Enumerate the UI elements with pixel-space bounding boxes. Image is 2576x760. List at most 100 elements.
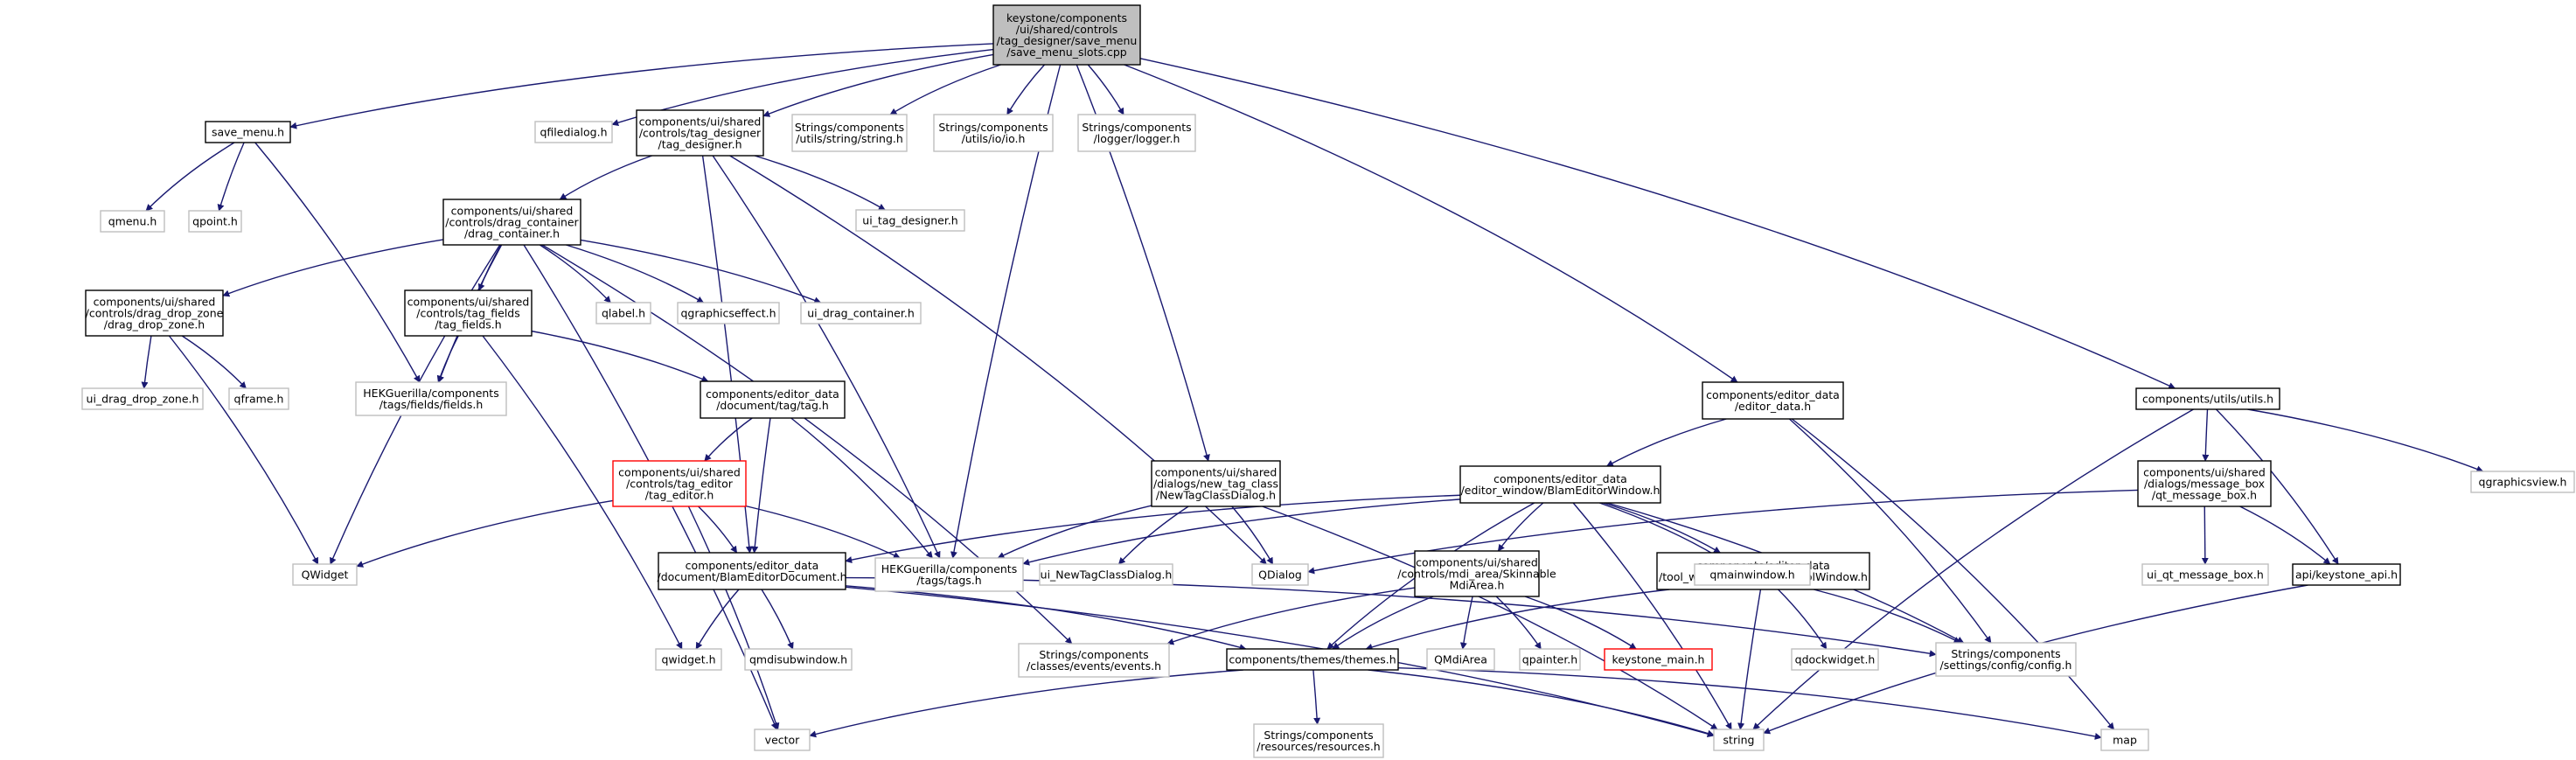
node-box [2141,563,2269,586]
file-node-drag-container[interactable]: components/ui/shared/controls/drag_conta… [442,199,581,246]
node-box [2137,460,2272,507]
node-label-line: qwidget.h [662,653,716,666]
node-label-line: /editor_data.h [1735,400,1811,413]
node-label-line: qdockwidget.h [1795,653,1876,666]
file-node-root[interactable]: keystone/components/ui/shared/controls/t… [992,4,1141,66]
include-edge [1788,418,1992,644]
node-label-line: components/ui/shared [618,466,741,479]
node-box [534,121,613,143]
file-node-fields-h: HEKGuerilla/components/tags/fields/field… [355,381,507,416]
node-label-line: /utils/io/io.h [962,132,1026,145]
node-label-line: /dialogs/message_box [2144,478,2265,491]
node-label-line: ui_qt_message_box.h [2147,568,2264,582]
node-box [655,648,722,671]
node-label-line: Strings/components [1039,648,1148,661]
include-edge [698,506,738,554]
file-node-qframe: qframe.h [228,387,289,410]
node-label-line: /resources/resources.h [1257,740,1380,753]
node-box [2292,563,2401,586]
include-edge [531,330,709,382]
include-edge [1006,64,1046,115]
node-label-line: /controls/tag_editor [626,478,734,491]
node-label-line: components/themes/themes.h [1229,653,1396,666]
file-node-tag-h[interactable]: components/editor_data/document/tag/tag.… [700,380,846,419]
node-label-line: components/ui/shared [407,296,530,309]
file-node-tag-fields[interactable]: components/ui/shared/controls/tag_fields… [404,289,533,337]
node-box [992,4,1141,66]
node-label-line: qmenu.h [108,215,157,228]
file-node-qgraphicseffect: qgraphicseffect.h [677,302,780,324]
node-box [1702,381,1844,420]
file-node-config-h: Strings/components/settings/config/confi… [1935,642,2077,677]
file-node-keystone-api[interactable]: api/keystone_api.h [2292,563,2401,586]
file-node-string: string [1713,729,1765,751]
file-node-keystone-main[interactable]: keystone_main.h [1604,648,1713,671]
file-node-utils-h[interactable]: components/utils/utils.h [2135,387,2280,410]
node-box [744,648,853,671]
include-edge [1572,502,1732,730]
include-edge [436,335,459,383]
include-edge [1312,669,1321,725]
node-label-line: /tag_fields.h [435,318,501,331]
include-edge [1737,589,1762,730]
file-node-save-menu[interactable]: save_menu.h [205,121,291,143]
node-label-line: /controls/drag_container [445,216,579,229]
file-node-ui-drag-drop-zone: ui_drag_drop_zone.h [81,387,204,410]
node-label-line: /settings/config/config.h [1940,659,2072,672]
node-label-line: Strings/components [795,121,904,134]
node-box [1414,550,1540,597]
file-node-tag-editor[interactable]: components/ui/shared/controls/tag_editor… [612,460,747,507]
node-label-line: map [2113,734,2137,747]
include-edge [1497,502,1544,552]
file-node-logger-h: Strings/components/logger/logger.h [1077,114,1196,152]
include-edge [1524,596,1637,650]
file-node-blam-window[interactable]: components/editor_data/editor_window/Bla… [1459,465,1661,504]
file-node-blam-doc[interactable]: components/editor_data/document/BlamEdit… [657,552,847,590]
node-box [1713,729,1765,751]
include-edge [539,244,611,303]
node-box [612,460,747,507]
node-box [1151,460,1281,507]
file-node-qpainter: qpainter.h [1519,648,1581,671]
include-edge [566,244,705,303]
node-label-line: Strings/components [1951,647,2060,660]
file-node-io-h: Strings/components/utils/io/io.h [933,114,1054,152]
include-edge [1231,506,1274,565]
node-label-line: /controls/tag_designer [639,127,762,140]
node-label-line: /drag_container.h [464,227,560,241]
node-box [1604,648,1713,671]
file-node-qt-message-box[interactable]: components/ui/shared/dialogs/message_box… [2137,460,2272,507]
include-edge [1397,667,2102,740]
file-node-qmainwindow: qmainwindow.h [1694,563,1811,586]
node-box [1459,465,1661,504]
file-node-tags-h: HEKGuerilla/components/tags/tags.h [874,557,1024,592]
include-edge [1307,489,2139,575]
node-box [404,289,533,337]
file-node-editor-data[interactable]: components/editor_data/editor_data.h [1702,381,1844,420]
file-node-skinnable[interactable]: components/ui/shared/controls/mdi_area/S… [1397,550,1556,597]
node-box [228,387,289,410]
node-box [677,302,780,324]
node-box [85,289,224,337]
include-edge [745,505,901,559]
file-node-vector: vector [754,729,811,751]
node-box [2135,387,2280,410]
file-node-themes-h[interactable]: components/themes/themes.h [1226,648,1399,671]
include-edge [222,239,444,297]
file-node-tag-designer[interactable]: components/ui/shared/controls/tag_design… [636,109,764,157]
include-edge [704,417,753,462]
node-label-line: save_menu.h [212,126,284,139]
node-label-line: /utils/string/string.h [796,132,903,145]
file-node-new-tag-class[interactable]: components/ui/shared/dialogs/new_tag_cla… [1151,460,1281,507]
include-edge [254,142,421,383]
node-box [100,210,165,233]
file-node-qmdiarea: QMdiArea [1426,648,1495,671]
node-label-line: QWidget [302,568,349,582]
node-label-line: components/utils/utils.h [2142,393,2273,406]
node-label-line: ui_NewTagClassDialog.h [1041,568,1173,582]
node-box [292,563,358,586]
file-node-drag-drop-zone[interactable]: components/ui/shared/controls/drag_drop_… [85,289,224,337]
include-edge [1332,596,1434,650]
node-label-line: components/ui/shared [1155,466,1278,479]
node-label-line: components/ui/shared [639,115,762,129]
